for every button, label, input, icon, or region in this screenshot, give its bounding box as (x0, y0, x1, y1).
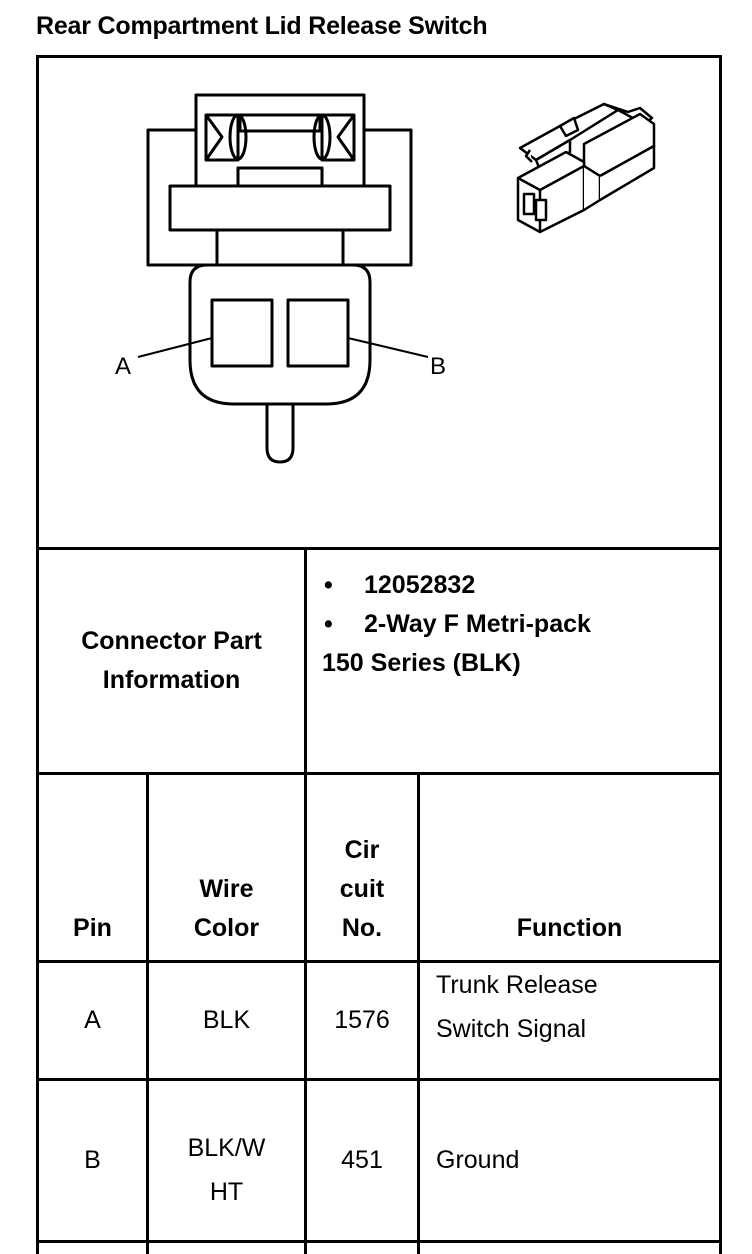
header-wire-color-line2: Color (193, 914, 260, 942)
row-a-function-line1: Trunk Release (436, 971, 598, 999)
pin-label-b: B (430, 353, 446, 380)
col-line-2 (304, 772, 307, 1254)
row-b-circuit: 451 (341, 1146, 383, 1174)
row-b-wire-color-line2: HT (209, 1177, 244, 1206)
table-row-b-circuit: 451 (307, 1081, 417, 1240)
connector-face-diagram: A B (115, 93, 446, 464)
part-info-item: • 12052832 (322, 566, 722, 605)
connector-isometric-icon (516, 102, 656, 234)
header-pin: Pin (39, 775, 146, 960)
header-pin-text: Pin (73, 914, 112, 942)
part-info-item: • 2-Way F Metri-pack (322, 605, 722, 644)
page-title: Rear Compartment Lid Release Switch (36, 12, 488, 40)
header-circuit-line3: No. (341, 914, 383, 942)
connector-sheet (36, 55, 722, 1254)
row-a-circuit: 1576 (334, 1006, 390, 1034)
divider-partinfo (36, 772, 722, 775)
part-number: 12052832 (364, 571, 476, 599)
header-circuit-no: Cir cuit No. (307, 775, 417, 960)
part-info-label-line1: Connector Part (81, 627, 262, 655)
pin-label-a: A (115, 353, 131, 380)
row-b-function: Ground (436, 1146, 520, 1174)
table-row-b-function: Ground (420, 1081, 719, 1240)
connector-type: 2-Way F Metri-pack (364, 610, 591, 638)
row-a-function-line2: Switch Signal (436, 1015, 587, 1043)
connector-series: 150 Series (BLK) (322, 649, 521, 677)
part-info-label: Connector Part Information (39, 550, 304, 772)
header-function-text: Function (516, 914, 623, 942)
part-info-label-line2: Information (102, 666, 241, 694)
bullet-icon: • (324, 571, 333, 599)
col-line-1 (146, 772, 149, 1254)
table-row-a-circuit: 1576 (307, 963, 417, 1078)
header-function: Function (420, 775, 719, 960)
row-b-wire-color-line1: BLK/W (187, 1133, 266, 1162)
part-info-values: • 12052832 • 2-Way F Metri-pack 150 Seri… (322, 566, 722, 683)
header-wire-color: Wire Color (149, 775, 304, 960)
table-row-a-function: Trunk Release Switch Signal (420, 963, 719, 1078)
header-circuit-line1: Cir (344, 836, 380, 864)
row-b-pin: B (84, 1146, 101, 1174)
table-row-b-wire-color: BLK/W HT (149, 1081, 304, 1240)
divider-row-a (36, 1078, 722, 1081)
frame-right (719, 55, 722, 1254)
table-row-a-wire-color: BLK (149, 963, 304, 1078)
divider-diagram (36, 547, 722, 550)
divider-row-b (36, 1240, 722, 1243)
bullet-icon: • (324, 610, 333, 638)
divider-partinfo-col (304, 547, 307, 775)
table-row-b-pin: B (39, 1081, 146, 1240)
table-row-a-pin: A (39, 963, 146, 1078)
row-a-wire-color: BLK (202, 1006, 251, 1034)
row-a-pin: A (84, 1006, 101, 1034)
divider-header (36, 960, 722, 963)
col-line-3 (417, 772, 420, 1254)
header-circuit-line2: cuit (339, 875, 385, 903)
header-wire-color-line1: Wire (199, 875, 254, 903)
